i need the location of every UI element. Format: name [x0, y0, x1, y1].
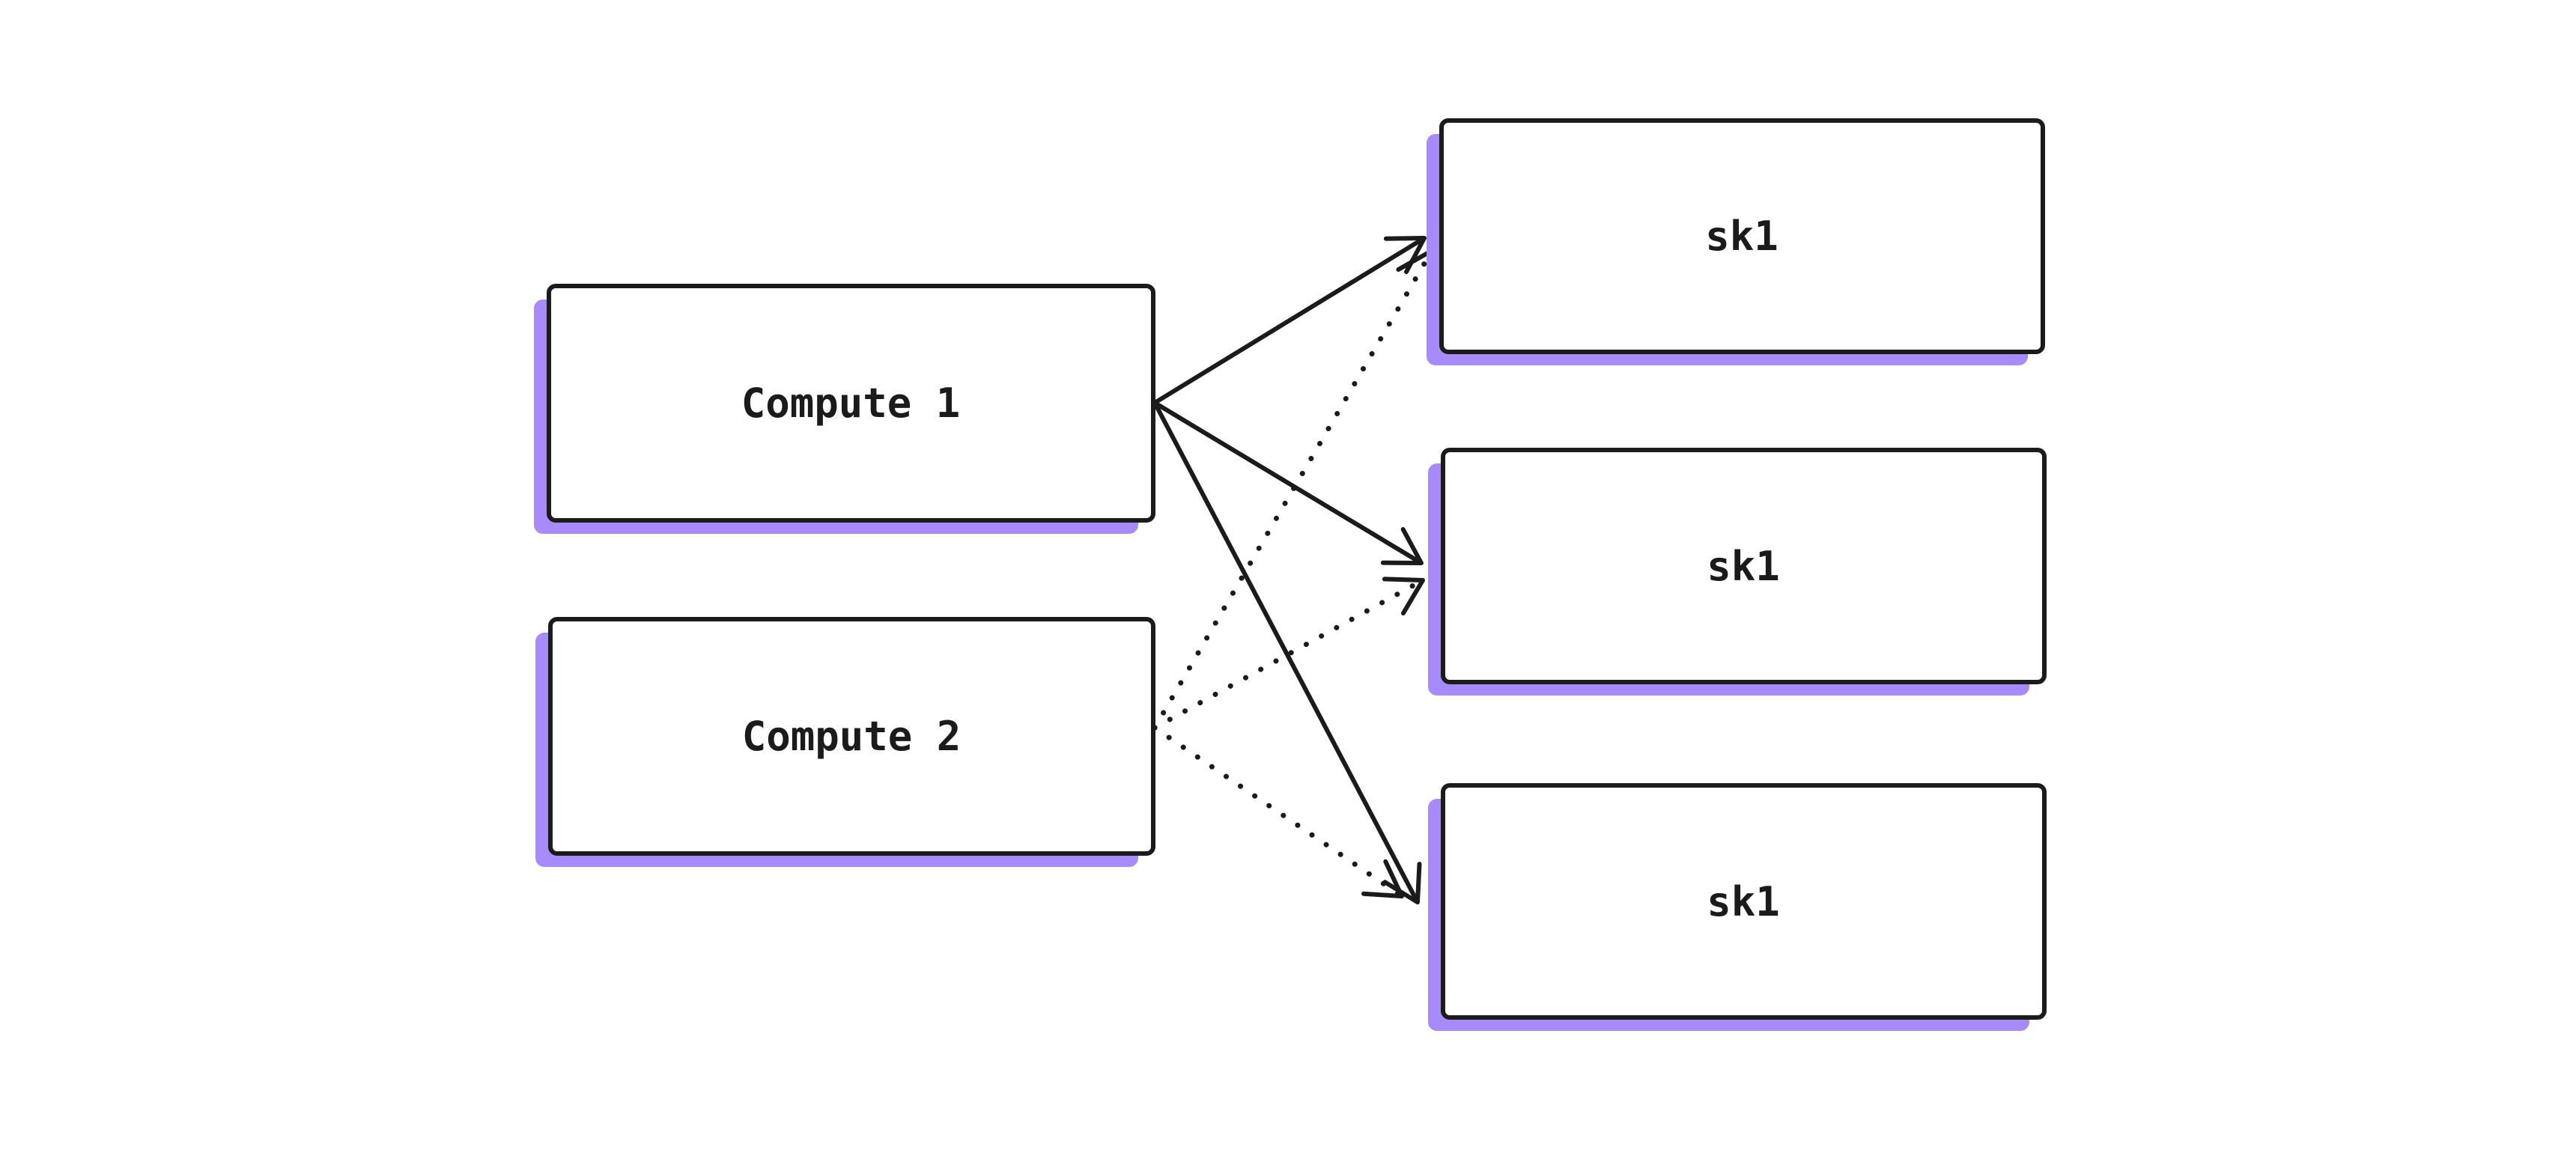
node-sk1-top: sk1 — [1427, 118, 2045, 365]
node-compute-2-label: Compute 2 — [742, 713, 962, 760]
node-sk1-bottom-label: sk1 — [1707, 878, 1780, 925]
node-compute-1-box[interactable] — [547, 284, 1155, 523]
node-compute-1: Compute 1 — [534, 284, 1155, 534]
node-compute-2-box[interactable] — [548, 617, 1155, 856]
edges-solid-from-compute-1 — [1152, 236, 1427, 904]
node-sk1-top-box[interactable] — [1439, 118, 2045, 354]
node-sk1-middle-label: sk1 — [1707, 543, 1780, 590]
edge-compute1-sk1a[interactable] — [1153, 236, 1427, 405]
node-sk1-top-label: sk1 — [1705, 213, 1778, 260]
node-sk1-middle-box[interactable] — [1441, 448, 2047, 684]
node-sk1-middle: sk1 — [1428, 448, 2047, 696]
edges-dotted-from-compute-2 — [1152, 248, 1435, 899]
edge-compute2-sk1b[interactable] — [1152, 576, 1426, 731]
edge-compute1-sk1c[interactable] — [1152, 401, 1422, 904]
node-sk1-bottom-box[interactable] — [1441, 783, 2047, 1020]
node-compute-1-label: Compute 1 — [741, 380, 961, 427]
node-sk1-bottom: sk1 — [1428, 783, 2047, 1031]
edge-compute1-sk1b[interactable] — [1153, 401, 1424, 565]
node-compute-2: Compute 2 — [535, 617, 1155, 867]
edge-compute2-sk1c[interactable] — [1152, 725, 1405, 899]
edge-compute2-sk1a[interactable] — [1152, 248, 1435, 731]
